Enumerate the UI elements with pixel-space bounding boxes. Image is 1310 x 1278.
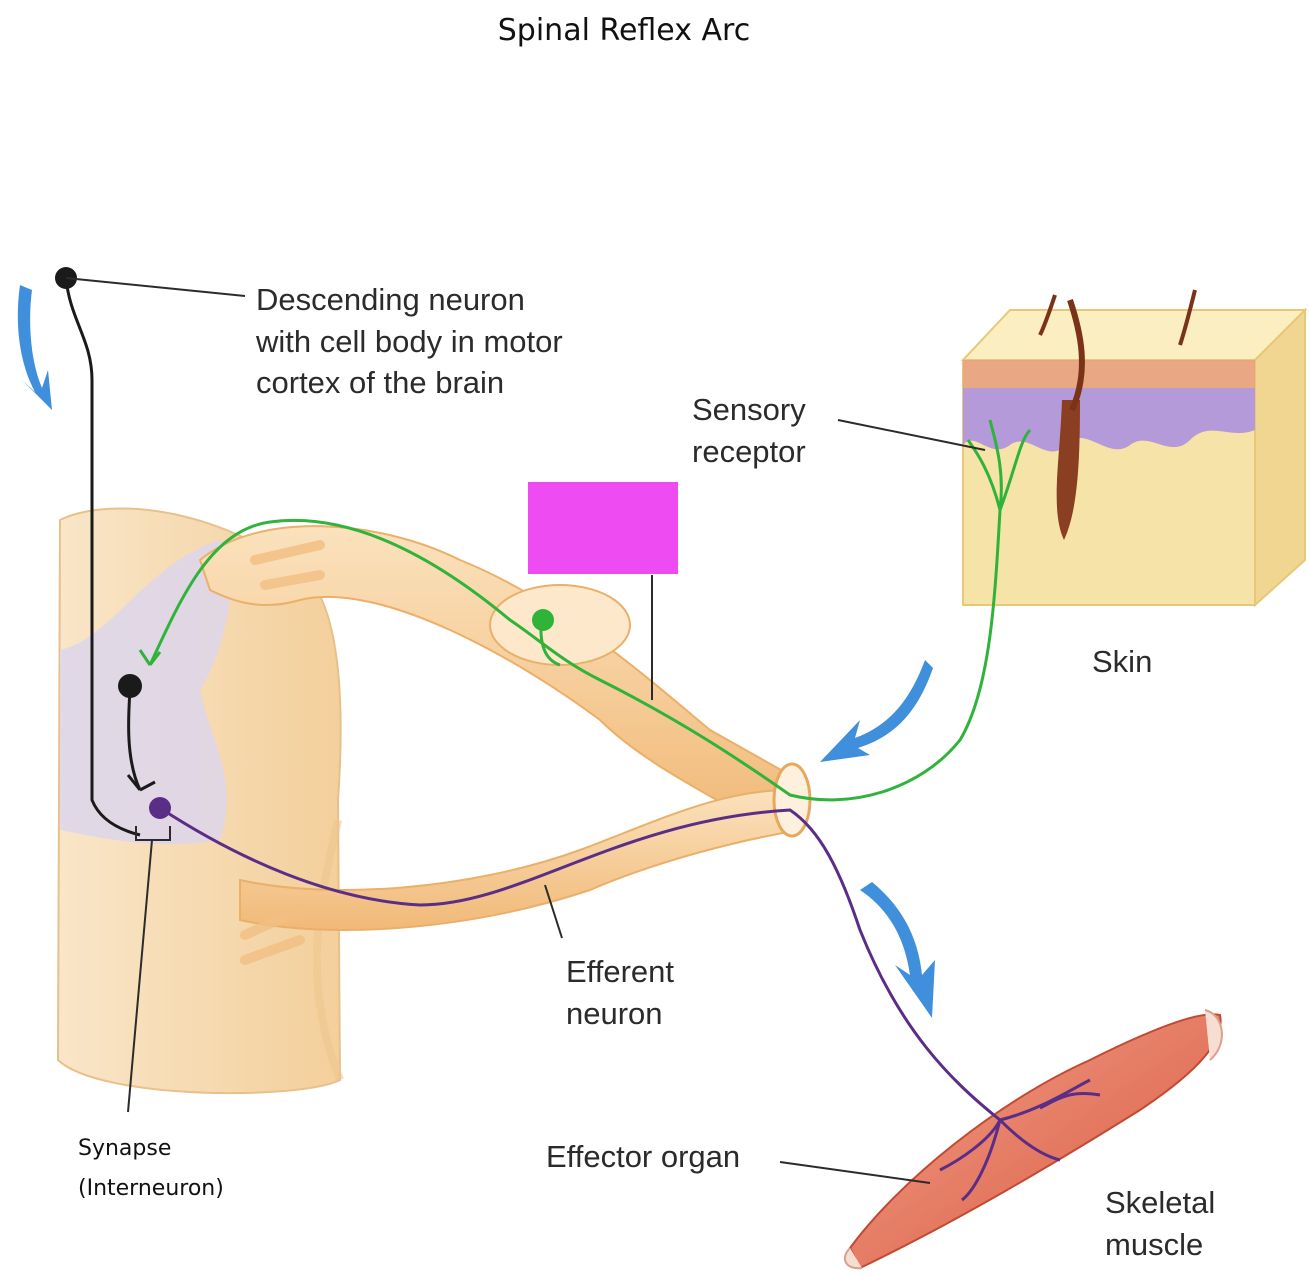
label-efferent-2: neuron [566,996,663,1031]
label-descending-3: cortex of the brain [256,365,504,400]
leader-lines [65,277,986,1184]
label-descending-1: Descending neuron [256,282,525,317]
label-skin: Skin [1092,644,1152,679]
label-synapse-1: Synapse [78,1136,171,1161]
rootlets [240,540,325,965]
label-descending-2: with cell body in motor [255,324,563,359]
upper-motor-cell-body [118,674,142,698]
label-sensory-2: receptor [692,434,806,469]
gray-matter [60,540,231,845]
label-sensory-1: Sensory [692,392,806,427]
efferent-neuron [159,806,1101,1202]
descending-neuron [64,277,156,837]
skeletal-muscle [843,1009,1223,1270]
spinal-nerve [772,762,812,838]
label-effector-organ: Effector organ [546,1139,740,1174]
arrow-down-left-icon [17,285,52,410]
afferent-cell-body [532,609,554,631]
epidermis [963,388,1255,452]
label-skeletal-2: muscle [1105,1227,1203,1262]
page-title: Spinal Reflex Arc [498,13,750,48]
direction-arrows [17,285,935,1018]
arrow-inward-icon [820,660,933,762]
dorsal-root-ganglion [489,584,631,666]
label-skeletal-1: Skeletal [1105,1185,1215,1220]
label-synapse-2: (Interneuron) [78,1176,224,1201]
label-efferent-1: Efferent [566,954,674,989]
efferent-cell-body [149,797,171,819]
hidden-label-box [528,482,678,574]
skin-block [960,289,1308,608]
arrow-outward-icon [860,882,935,1018]
